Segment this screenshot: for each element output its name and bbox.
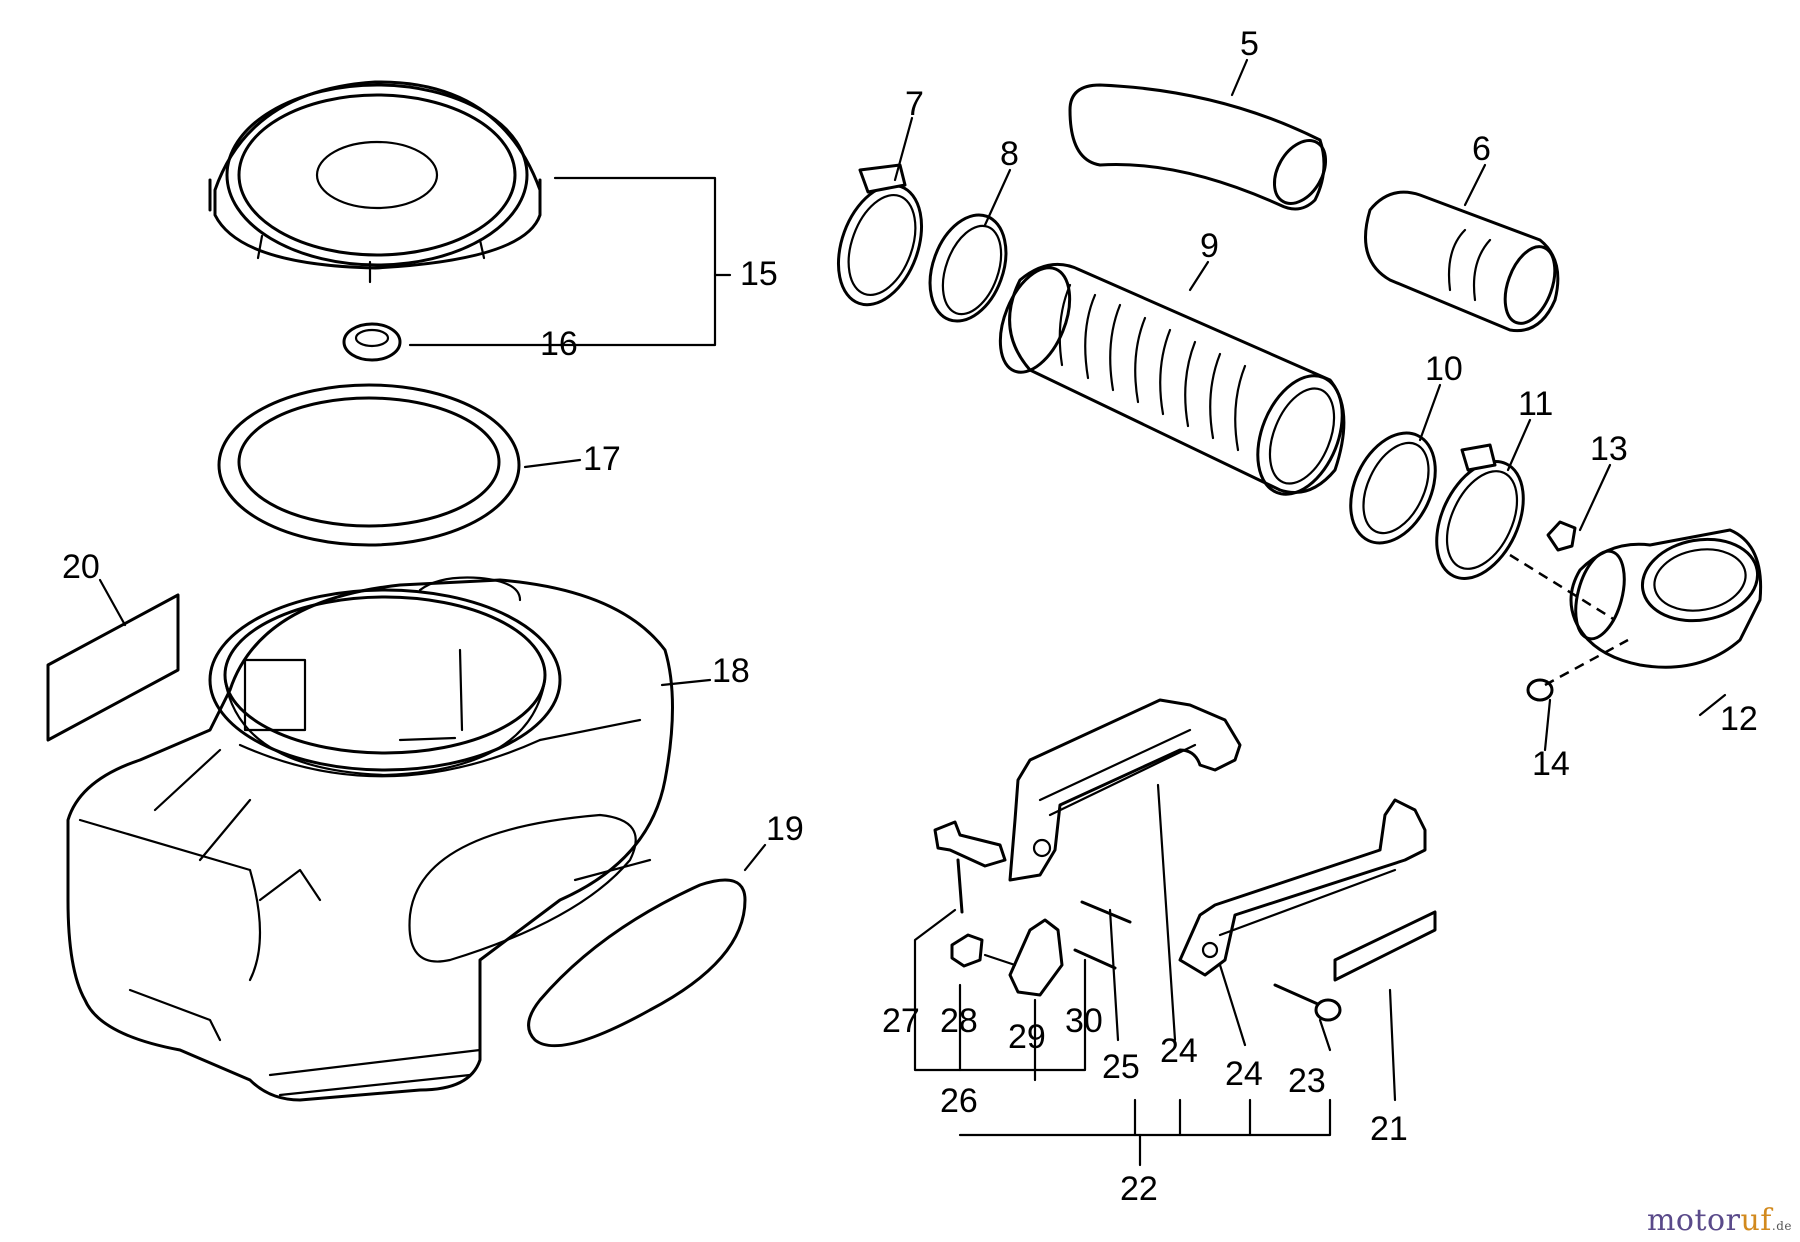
part-labels: 5 6 7 8 9 10 11 12 13 14 15 16 17 18 19 … (62, 25, 1758, 1208)
label-20: 20 (62, 548, 100, 586)
label-11: 11 (1518, 385, 1553, 423)
label-30: 30 (1065, 1002, 1103, 1040)
label-24b: 24 (1225, 1055, 1263, 1093)
part-19-pad (527, 878, 747, 1048)
label-25: 25 (1102, 1048, 1140, 1086)
label-28: 28 (940, 1002, 978, 1040)
label-6: 6 (1472, 130, 1491, 168)
part-15-lid (208, 80, 542, 284)
part-7-clamp (836, 163, 924, 307)
label-15: 15 (740, 255, 778, 293)
label-18: 18 (712, 652, 750, 690)
label-5: 5 (1240, 25, 1259, 63)
part-24-upper-bracket (1008, 698, 1242, 882)
watermark-main: motor (1646, 1203, 1741, 1238)
label-10: 10 (1425, 350, 1463, 388)
watermark-logo: motoruf.de (1647, 1203, 1792, 1238)
label-22: 22 (1120, 1170, 1158, 1208)
part-30-pin (1073, 948, 1117, 970)
part-29-clip (983, 918, 1064, 997)
part-27-pin (933, 820, 1007, 914)
label-16: 16 (540, 325, 578, 363)
part-17-seal-ring (217, 383, 521, 547)
label-29: 29 (1008, 1018, 1046, 1056)
watermark-tld: .de (1771, 1219, 1792, 1233)
label-19: 19 (766, 810, 804, 848)
part-25-pin (1080, 900, 1132, 924)
part-5-elbow-tube (1068, 83, 1328, 211)
label-9: 9 (1200, 227, 1219, 265)
part-8-ring (928, 213, 1008, 323)
label-26: 26 (940, 1082, 978, 1120)
label-12: 12 (1720, 700, 1758, 738)
label-13: 13 (1590, 430, 1628, 468)
part-13-bolt (1546, 520, 1577, 552)
part-6-tube (1364, 190, 1560, 333)
label-17: 17 (583, 440, 621, 478)
label-24a: 24 (1160, 1032, 1198, 1070)
part-10-ring (1349, 431, 1437, 545)
leader-lines (98, 58, 1727, 1167)
part-23-screw (1273, 983, 1342, 1022)
watermark-accent: uf (1740, 1203, 1772, 1238)
label-8: 8 (1000, 135, 1019, 173)
assembly-dashed-lines (1509, 553, 1629, 687)
part-24-lower-bracket (1178, 798, 1427, 977)
label-23: 23 (1288, 1062, 1326, 1100)
part-11-clamp (1435, 443, 1525, 580)
label-7: 7 (905, 85, 924, 123)
part-20-label (46, 593, 180, 742)
part-9-corrugated-hose (998, 262, 1346, 496)
part-16-plug (342, 322, 402, 362)
part-12-elbow (1569, 528, 1763, 669)
part-28-block (950, 933, 984, 968)
label-21: 21 (1370, 1110, 1408, 1148)
part-21-decal (1333, 910, 1437, 982)
label-27: 27 (882, 1002, 920, 1040)
label-14: 14 (1532, 745, 1570, 783)
part-18-tank (66, 576, 674, 1102)
